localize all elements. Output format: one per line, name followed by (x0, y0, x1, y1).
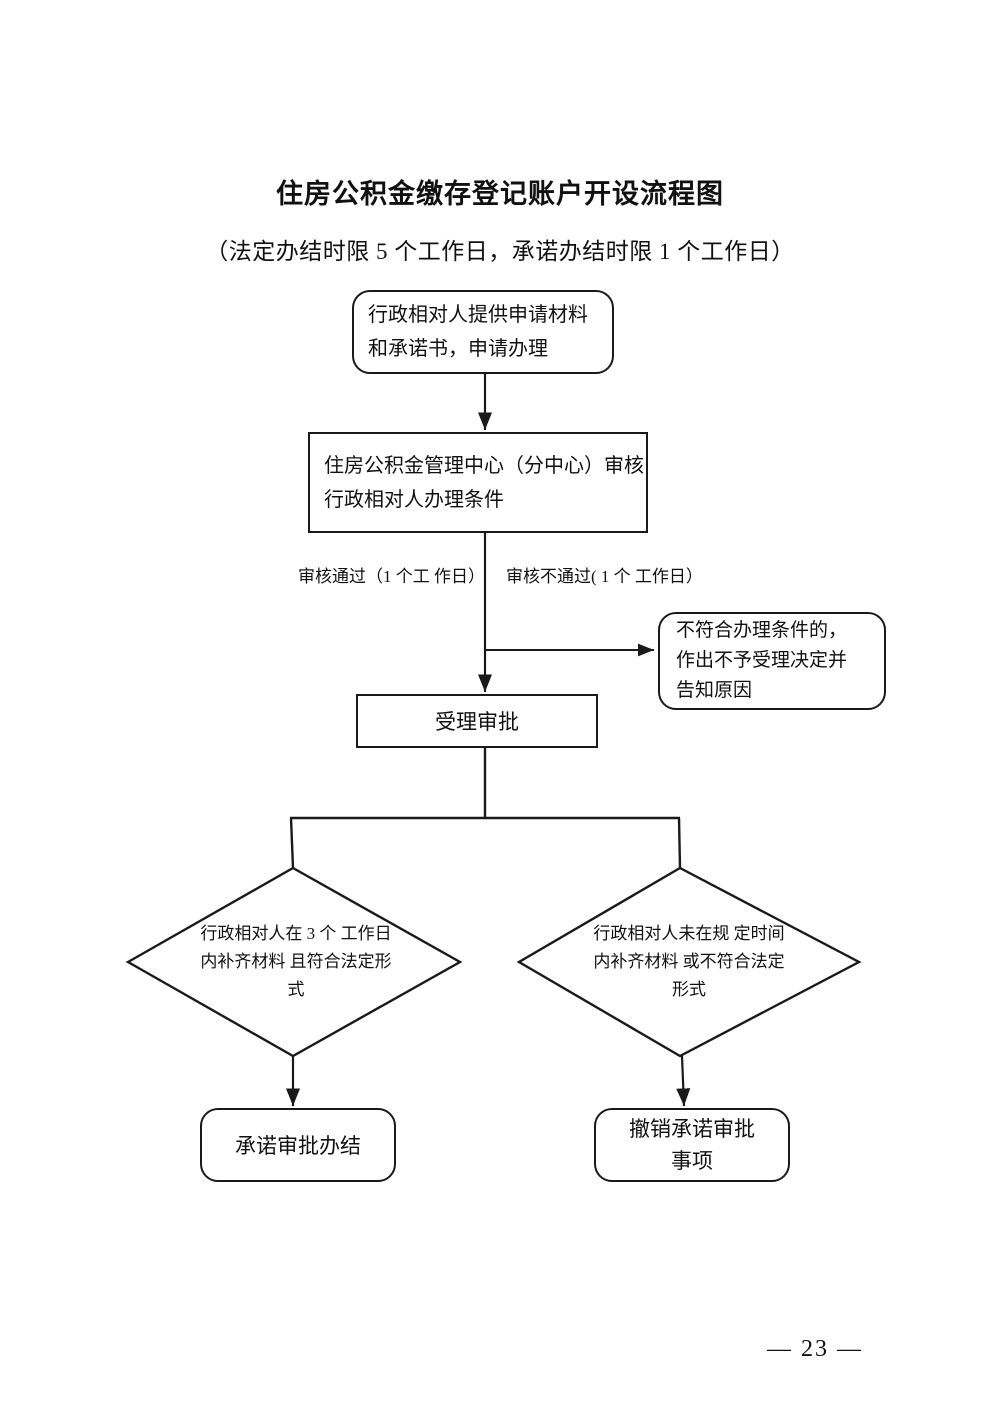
node-done: 承诺审批办结 (200, 1108, 396, 1182)
node-reject-line3: 告知原因 (676, 680, 753, 701)
edge-diamond-right-to-cancel (676, 1055, 691, 1107)
node-cancel: 撤销承诺审批 事项 (594, 1108, 790, 1182)
edge-label-pass: 审核通过（1 个工 作日） (298, 560, 485, 593)
diamond-right-line1: 行政相对人未在规 (593, 924, 730, 943)
edge-label-pass-line2: 作日） (434, 567, 485, 586)
edge-label-fail-line1: 审核不通过( 1 个 (506, 567, 631, 586)
node-accept: 受理审批 (356, 694, 598, 748)
node-reject: 不符合办理条件的， 作出不予受理决定并 告知原因 (658, 612, 886, 710)
diamond-left-line1: 行政相对人在 3 个 (200, 924, 337, 943)
page-subtitle: （法定办结时限 5 个工作日，承诺办结时限 1 个工作日） (205, 239, 795, 264)
page-title: 住房公积金缴存登记账户开设流程图 (276, 179, 724, 209)
node-apply-line1: 行政相对人提供申请材料 (368, 304, 588, 326)
diamond-left-line3: 且符合法定形式 (287, 952, 392, 999)
node-diamond-left: 行政相对人在 3 个 工作日内补齐材料 且符合法定形式 (196, 920, 396, 1004)
edge-split-right-drop (677, 817, 682, 869)
node-review-line1: 住房公积金管理中心（分中心）审核 (324, 454, 644, 477)
page-number: — 23 — (767, 1336, 863, 1362)
node-accept-line1: 受理审批 (435, 710, 519, 734)
node-review: 住房公积金管理中心（分中心）审核 行政相对人办理条件 (308, 432, 648, 533)
diamond-right-line3: 或不符合法定形式 (672, 952, 785, 999)
edge-label-fail-line2: 工作日） (634, 567, 703, 586)
node-reject-line1: 不符合办理条件的， (676, 620, 848, 641)
node-apply: 行政相对人提供申请材料 和承诺书，申请办理 (352, 290, 614, 374)
node-cancel-line2: 事项 (671, 1149, 713, 1173)
node-cancel-line1: 撤销承诺审批 (629, 1117, 755, 1141)
node-apply-line2: 和承诺书，申请办理 (368, 338, 548, 360)
node-done-line1: 承诺审批办结 (235, 1134, 361, 1158)
edge-split-left-drop (289, 817, 295, 869)
edge-label-pass-line1: 审核通过（1 个工 (298, 567, 430, 586)
node-review-line2: 行政相对人办理条件 (324, 488, 504, 511)
node-diamond-right: 行政相对人未在规 定时间内补齐材料 或不符合法定形式 (586, 920, 792, 1004)
edge-label-fail: 审核不通过( 1 个 工作日） (506, 560, 703, 593)
node-reject-line2: 作出不予受理决定并 (676, 650, 848, 671)
